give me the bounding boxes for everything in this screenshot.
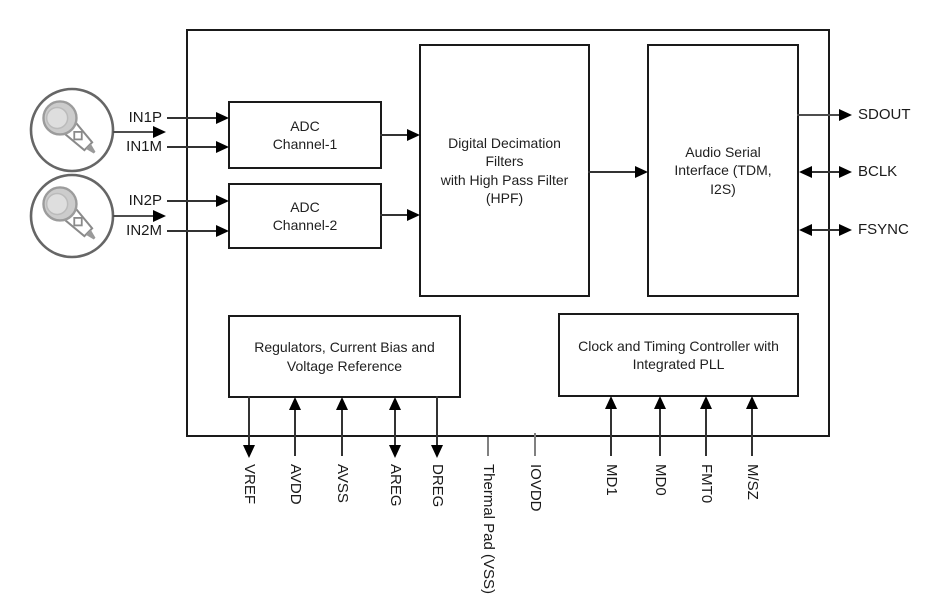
avss-line (341, 410, 343, 456)
in1p-line (167, 117, 217, 119)
msz-arrowhead (746, 396, 758, 409)
pin-label-sdout: SDOUT (858, 106, 911, 123)
pin-label-areg: AREG (387, 464, 404, 507)
md0-arrowhead (654, 396, 666, 409)
mic1-line (113, 131, 153, 133)
adc2-out-line (380, 214, 408, 216)
md0-line (659, 408, 661, 456)
avdd-arrowhead (289, 397, 301, 410)
audio-serial-interface-label: Audio Serial Interface (TDM, I2S) (674, 143, 772, 197)
microphone-icon (29, 173, 115, 259)
in2m-arrowhead (216, 225, 229, 237)
pin-label-bclk: BCLK (858, 163, 898, 180)
pin-label-md0: MD0 (652, 464, 669, 496)
pin-label-vref: VREF (241, 464, 258, 505)
avss-arrowhead (336, 397, 348, 410)
areg-line (394, 408, 396, 447)
mic1-arrowhead (153, 126, 166, 138)
msz-line (751, 408, 753, 456)
ddf-out-arrowhead (635, 166, 648, 178)
iovdd-line (534, 433, 536, 456)
pin-label-md1: MD1 (603, 464, 620, 496)
regulators-block: Regulators, Current Bias and Voltage Ref… (228, 315, 461, 398)
pin-label-fsync: FSYNC (858, 221, 909, 238)
pin-label-avdd: AVDD (287, 464, 304, 505)
md1-arrowhead (605, 396, 617, 409)
pin-label-in2m: IN2M (126, 222, 162, 239)
pin-label-iovdd: IOVDD (527, 464, 544, 512)
clock-timing-controller-block: Clock and Timing Controller with Integra… (558, 313, 799, 397)
digital-decimation-filters-block: Digital Decimation Filters with High Pas… (419, 44, 590, 297)
adc1-out-line (380, 134, 408, 136)
adc-channel-1-label: ADC Channel-1 (272, 117, 338, 152)
in2p-line (167, 200, 217, 202)
mic2-line (113, 215, 153, 217)
bclk-line (811, 171, 840, 173)
md1-line (610, 408, 612, 456)
audio-serial-interface-block: Audio Serial Interface (TDM, I2S) (647, 44, 799, 297)
dreg-line (436, 396, 438, 446)
areg-arrowhead-up (389, 397, 401, 410)
in1m-arrowhead (216, 141, 229, 153)
vref-line (248, 396, 250, 446)
adc-channel-2-block: ADC Channel-2 (228, 183, 382, 249)
in2m-line (167, 230, 217, 232)
chip-boundary (186, 29, 830, 437)
avdd-line (294, 410, 296, 456)
clock-timing-controller-label: Clock and Timing Controller with Integra… (578, 337, 779, 372)
areg-arrowhead-down (389, 445, 401, 458)
in1p-arrowhead (216, 112, 229, 124)
pin-label-in2p: IN2P (128, 192, 162, 209)
digital-decimation-filters-label: Digital Decimation Filters with High Pas… (440, 134, 569, 206)
pin-label-in1p: IN1P (128, 109, 162, 126)
in2p-arrowhead (216, 195, 229, 207)
pin-label-in1m: IN1M (126, 138, 162, 155)
mic2-arrowhead (153, 210, 166, 222)
fsync-arrowhead-right (839, 224, 852, 236)
dreg-arrowhead (431, 445, 443, 458)
fsync-arrowhead-left (799, 224, 812, 236)
sdout-arrowhead (839, 109, 852, 121)
adc2-out-arrowhead (407, 209, 420, 221)
microphone-icon (29, 87, 115, 173)
fmt0-arrowhead (700, 396, 712, 409)
regulators-label: Regulators, Current Bias and Voltage Ref… (254, 339, 435, 374)
bclk-arrowhead-left (799, 166, 812, 178)
vref-arrowhead (243, 445, 255, 458)
pin-label-msz: M/SZ (744, 464, 761, 500)
fmt0-line (705, 408, 707, 456)
ddf-out-line (588, 171, 636, 173)
fsync-line (811, 229, 840, 231)
sdout-line (797, 114, 841, 116)
adc1-out-arrowhead (407, 129, 420, 141)
adc-channel-2-label: ADC Channel-2 (272, 198, 338, 233)
pin-label-dreg: DREG (429, 464, 446, 508)
thermal-line (487, 437, 489, 456)
pin-label-fmt0: FMT0 (698, 464, 715, 504)
pin-label-avss: AVSS (334, 464, 351, 503)
pin-label-thermal-pad-vss: Thermal Pad (VSS) (480, 464, 497, 595)
bclk-arrowhead-right (839, 166, 852, 178)
adc-channel-1-block: ADC Channel-1 (228, 101, 382, 169)
in1m-line (167, 146, 217, 148)
